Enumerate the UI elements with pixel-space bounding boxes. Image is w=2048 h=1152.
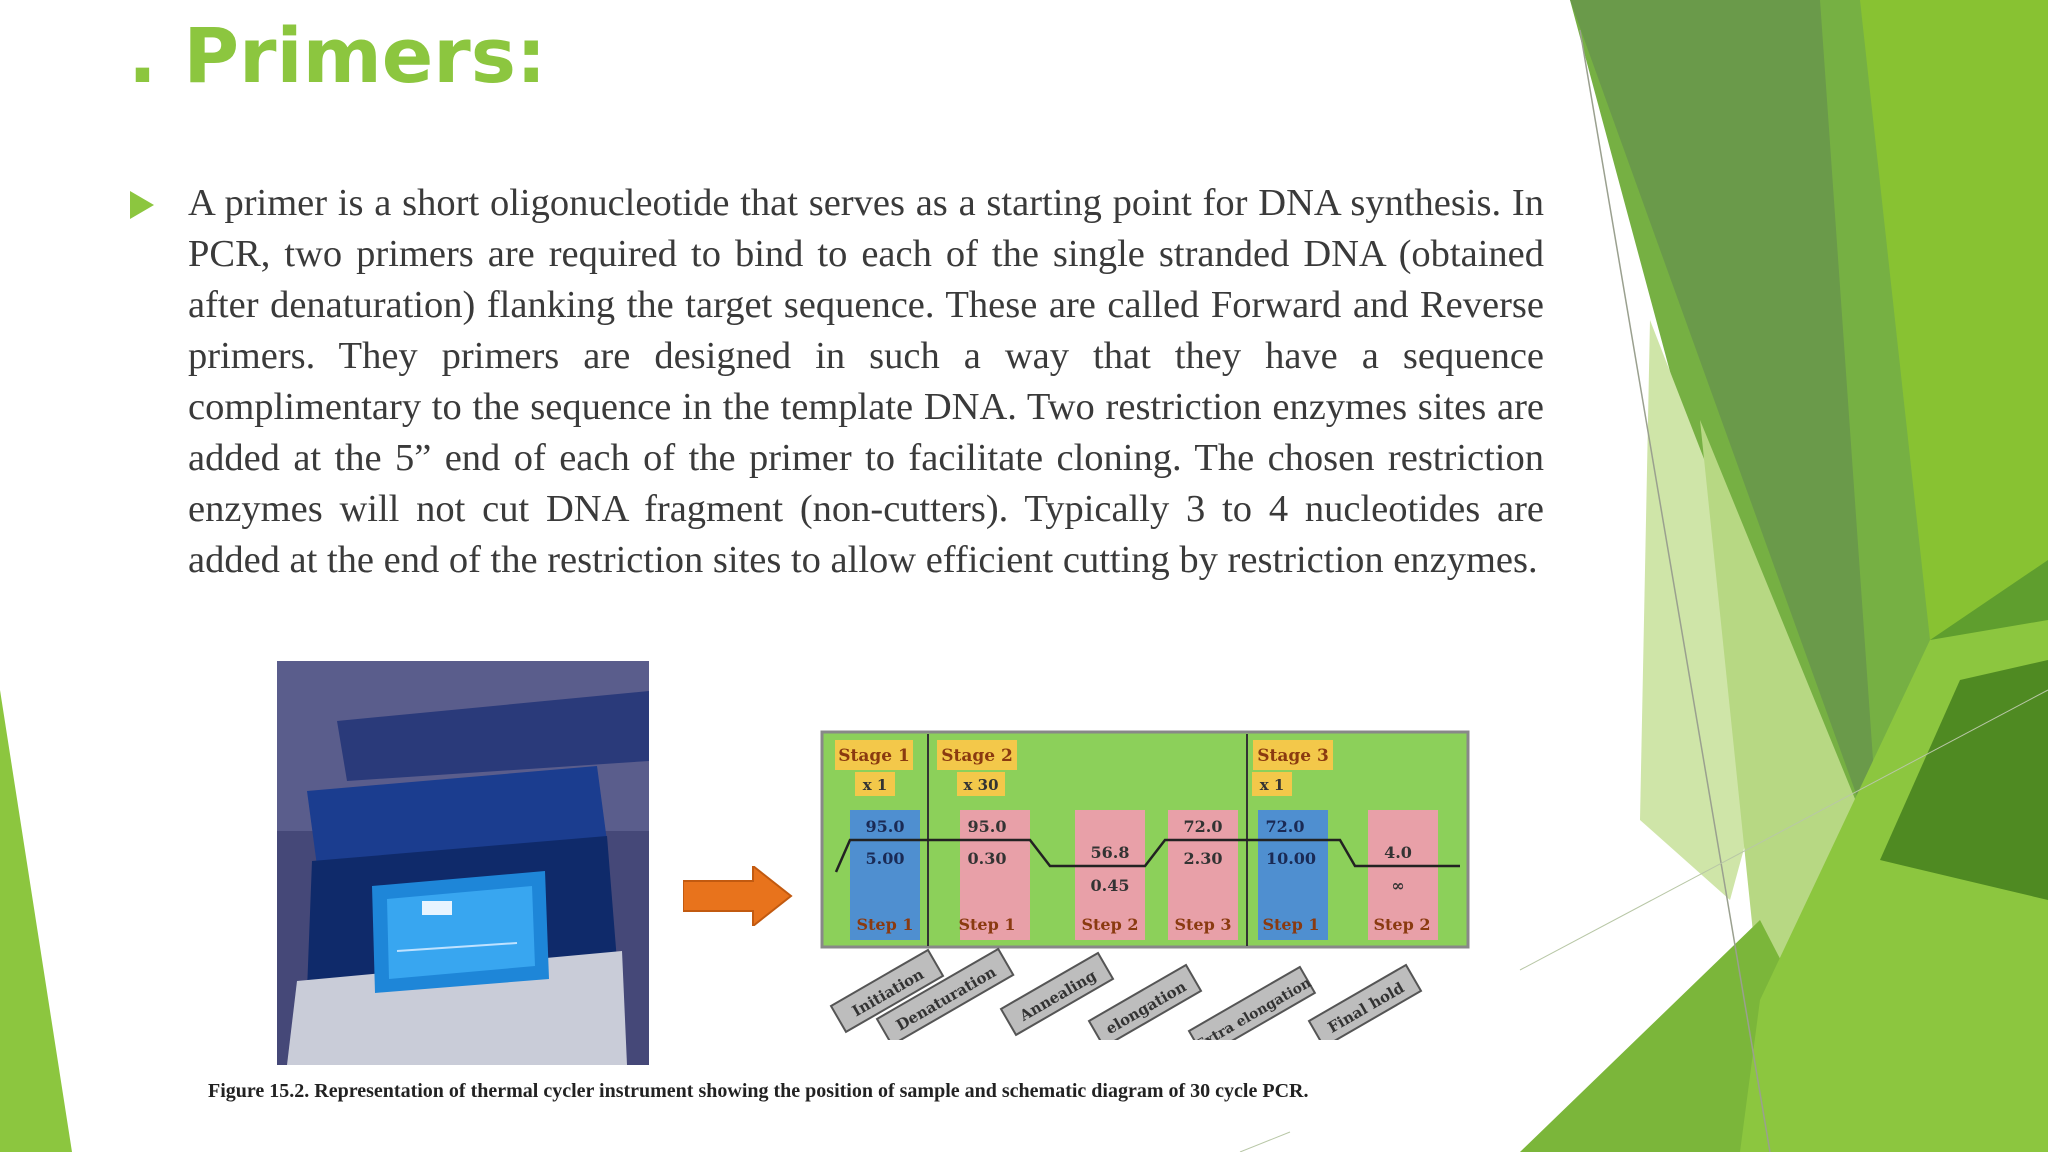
step-temp: 95.0: [968, 817, 1007, 836]
step-column: [1075, 810, 1145, 940]
step-temp: 4.0: [1384, 843, 1412, 862]
step-time: 0.30: [968, 849, 1007, 868]
step-time: 5.00: [866, 849, 905, 868]
step-time: 10.00: [1266, 849, 1316, 868]
triangle-bullet-icon: [130, 191, 154, 219]
slide-title: . Primers:: [128, 11, 547, 100]
step-column: [1368, 810, 1438, 940]
stage-box: [835, 740, 913, 770]
step-column: [960, 810, 1030, 940]
step-label: Step 1: [958, 915, 1015, 934]
phase-tag: Extra elongation: [1187, 965, 1317, 1059]
step-label: Step 2: [1373, 915, 1430, 934]
thermal-cycler-photo: [277, 661, 649, 1065]
body-text: A primer is a short oligonucleotide that…: [188, 182, 1544, 581]
right-arrow-icon: [683, 866, 793, 926]
step-time: 0.45: [1091, 876, 1130, 895]
step-label: Step 1: [1262, 915, 1319, 934]
stage-box: [937, 740, 1017, 770]
phase-tag: Final hold: [1307, 963, 1423, 1049]
step-temp: 56.8: [1091, 843, 1130, 862]
stage-box: [1253, 740, 1333, 770]
stage-label: Stage 3: [1257, 746, 1329, 766]
pcr-cycle-diagram: Stage 1 x 1 Stage 2 x 30 Stage 3 x 1 95.…: [780, 720, 1500, 1059]
step-label: Step 1: [856, 915, 913, 934]
step-label: Step 2: [1081, 915, 1138, 934]
step-column: [1168, 810, 1238, 940]
svg-text:Extra elongation: Extra elongation: [1193, 975, 1314, 1040]
stage-repeat: x 1: [863, 776, 888, 794]
step-column: [850, 810, 920, 940]
step-temp: 72.0: [1266, 817, 1305, 836]
temperature-profile-line: [834, 838, 1460, 873]
stage-repeat: x 1: [1260, 776, 1285, 794]
stage-label: Stage 1: [838, 746, 910, 766]
step-temp: 72.0: [1184, 817, 1223, 836]
step-time: ∞: [1391, 876, 1404, 895]
step-time: 2.30: [1184, 849, 1223, 868]
stage-repeat: x 30: [963, 776, 998, 794]
figure-caption: Figure 15.2. Representation of thermal c…: [208, 1080, 1309, 1102]
step-column: [1258, 810, 1328, 940]
stage-label: Stage 2: [941, 746, 1013, 766]
step-label: Step 3: [1174, 915, 1231, 934]
step-temp: 95.0: [866, 817, 905, 836]
